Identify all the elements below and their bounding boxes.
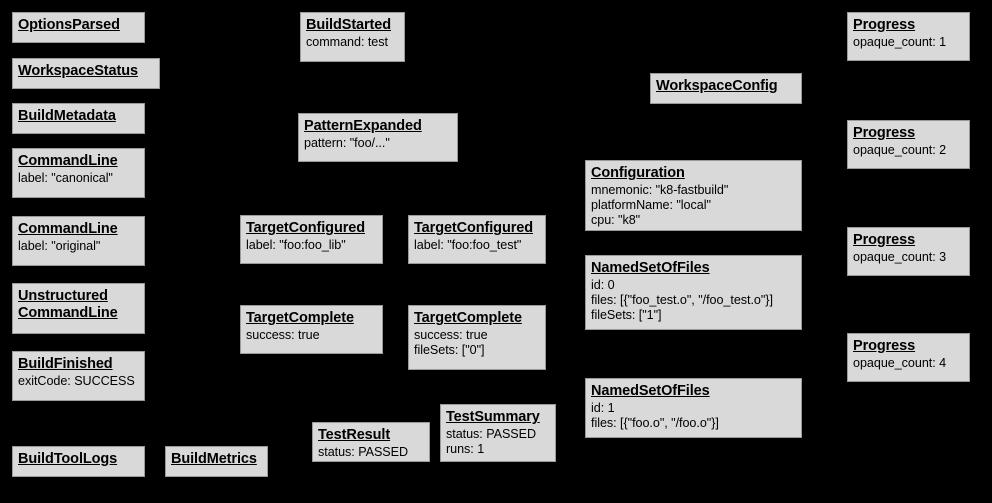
- node-field: opaque_count: 4: [853, 356, 947, 371]
- node-field: platformName: "local": [591, 197, 711, 212]
- node-build-started[interactable]: BuildStarted command: test: [300, 12, 405, 62]
- node-test-result[interactable]: TestResult status: PASSED: [312, 422, 430, 462]
- node-field: command: test: [306, 35, 388, 50]
- node-field: runs: 1: [446, 441, 485, 456]
- node-title: TargetConfigured: [246, 220, 365, 236]
- node-field: opaque_count: 3: [853, 250, 947, 265]
- node-title: PatternExpanded: [304, 118, 422, 134]
- node-command-line-original[interactable]: CommandLine label: "original": [12, 216, 145, 266]
- node-field: files: [{"foo_test.o", "/foo_test.o"}]: [591, 292, 773, 307]
- node-title: WorkspaceConfig: [656, 78, 778, 94]
- node-field: label: "original": [18, 239, 101, 254]
- node-title: BuildMetadata: [18, 108, 116, 124]
- node-field: id: 1: [591, 401, 615, 416]
- node-title: BuildToolLogs: [18, 451, 118, 467]
- node-title: TargetComplete: [246, 310, 354, 326]
- node-title: TargetComplete: [414, 310, 522, 326]
- node-field: exitCode: SUCCESS: [18, 374, 135, 389]
- node-field: success: true: [414, 328, 488, 343]
- node-field: fileSets: ["1"]: [591, 307, 662, 322]
- node-workspace-status[interactable]: WorkspaceStatus: [12, 58, 160, 89]
- node-field: opaque_count: 2: [853, 143, 947, 158]
- node-title: CommandLine: [18, 221, 118, 237]
- node-field: label: "foo:foo_lib": [246, 238, 346, 253]
- node-progress-2[interactable]: Progress opaque_count: 2: [847, 120, 970, 169]
- node-title: TestSummary: [446, 409, 540, 425]
- node-build-metadata[interactable]: BuildMetadata: [12, 103, 145, 134]
- node-field: mnemonic: "k8-fastbuild": [591, 183, 729, 198]
- node-title: Progress: [853, 338, 916, 354]
- node-title: BuildFinished: [18, 356, 113, 372]
- node-title: BuildMetrics: [171, 451, 257, 467]
- node-field: opaque_count: 1: [853, 35, 947, 50]
- node-field: label: "foo:foo_test": [414, 238, 522, 253]
- node-build-finished[interactable]: BuildFinished exitCode: SUCCESS: [12, 351, 145, 401]
- node-pattern-expanded[interactable]: PatternExpanded pattern: "foo/...": [298, 113, 458, 162]
- node-configuration[interactable]: Configuration mnemonic: "k8-fastbuild"pla…: [585, 160, 802, 231]
- node-target-configured-lib[interactable]: TargetConfigured label: "foo:foo_lib": [240, 215, 383, 264]
- node-title: WorkspaceStatus: [18, 63, 138, 79]
- node-title: Unstructured CommandLine: [18, 288, 118, 322]
- node-title: CommandLine: [18, 153, 118, 169]
- node-title: NamedSetOfFiles: [591, 260, 710, 276]
- node-field: id: 0: [591, 278, 615, 293]
- node-field: files: [{"foo.o", "/foo.o"}]: [591, 415, 719, 430]
- node-field: success: true: [246, 328, 320, 343]
- node-field: fileSets: ["0"]: [414, 342, 485, 357]
- node-progress-4[interactable]: Progress opaque_count: 4: [847, 333, 970, 382]
- node-title: Configuration: [591, 165, 685, 181]
- node-title: Progress: [853, 17, 916, 33]
- node-title: OptionsParsed: [18, 17, 120, 33]
- node-field: pattern: "foo/...": [304, 136, 390, 151]
- node-build-tool-logs[interactable]: BuildToolLogs: [12, 446, 145, 477]
- node-field: cpu: "k8": [591, 212, 641, 227]
- node-build-metrics[interactable]: BuildMetrics: [165, 446, 268, 477]
- node-progress-1[interactable]: Progress opaque_count: 1: [847, 12, 970, 61]
- node-field: label: "canonical": [18, 171, 113, 186]
- node-target-configured-test[interactable]: TargetConfigured label: "foo:foo_test": [408, 215, 546, 264]
- node-progress-3[interactable]: Progress opaque_count: 3: [847, 227, 970, 276]
- node-title: Progress: [853, 232, 916, 248]
- node-title: NamedSetOfFiles: [591, 383, 710, 399]
- node-workspace-config[interactable]: WorkspaceConfig: [650, 73, 802, 104]
- node-field: status: PASSED: [446, 427, 537, 442]
- node-target-complete-lib[interactable]: TargetComplete success: true: [240, 305, 383, 354]
- node-title: TargetConfigured: [414, 220, 533, 236]
- node-options-parsed[interactable]: OptionsParsed: [12, 12, 145, 43]
- node-title: Progress: [853, 125, 916, 141]
- node-title: TestResult: [318, 427, 391, 443]
- node-field: status: PASSED: [318, 445, 409, 460]
- node-unstructured-command-line[interactable]: Unstructured CommandLine: [12, 283, 145, 334]
- node-title: BuildStarted: [306, 17, 392, 33]
- node-command-line-canonical[interactable]: CommandLine label: "canonical": [12, 148, 145, 198]
